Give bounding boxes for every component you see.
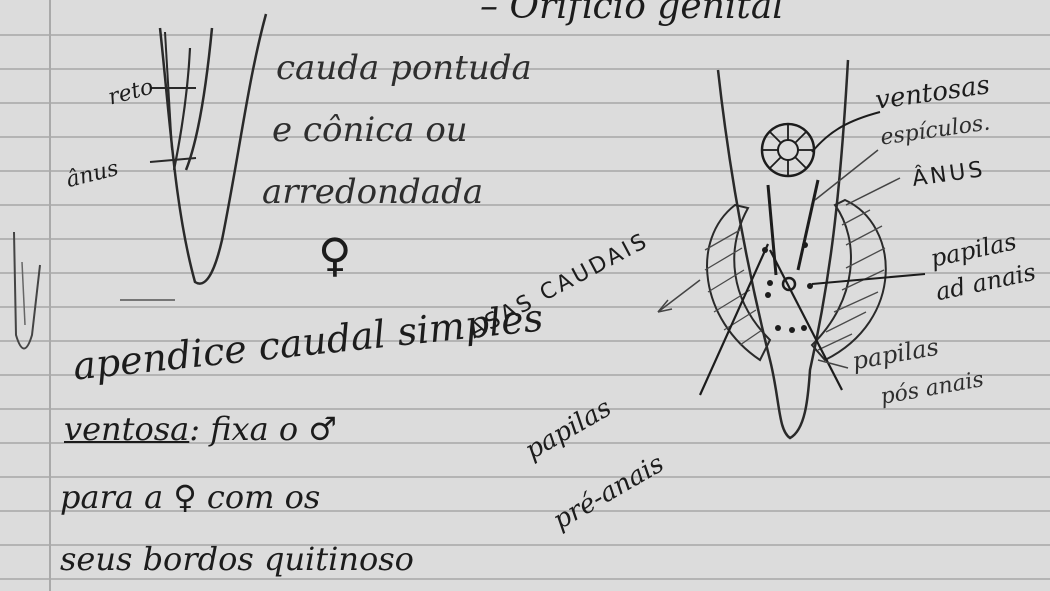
male-tail-diagram: [658, 60, 925, 438]
ventosa-term: ventosa: [64, 410, 189, 448]
text-arredondada: arredondada: [262, 172, 483, 212]
ventosa-rest: : fixa o ♂: [189, 410, 337, 448]
text-cauda-pontuda: cauda pontuda: [276, 48, 532, 88]
ventosa-line-2: para a ♀ com os: [60, 478, 320, 516]
small-tail-sketch: [14, 232, 40, 349]
ventosa-line-3: seus bordos quitinoso: [60, 540, 414, 578]
female-symbol: ♀: [318, 228, 352, 282]
female-tail-sketch: [160, 14, 266, 284]
text-conica: e cônica ou: [272, 110, 468, 150]
ventosa-line-1: ventosa: fixa o ♂: [64, 410, 337, 448]
